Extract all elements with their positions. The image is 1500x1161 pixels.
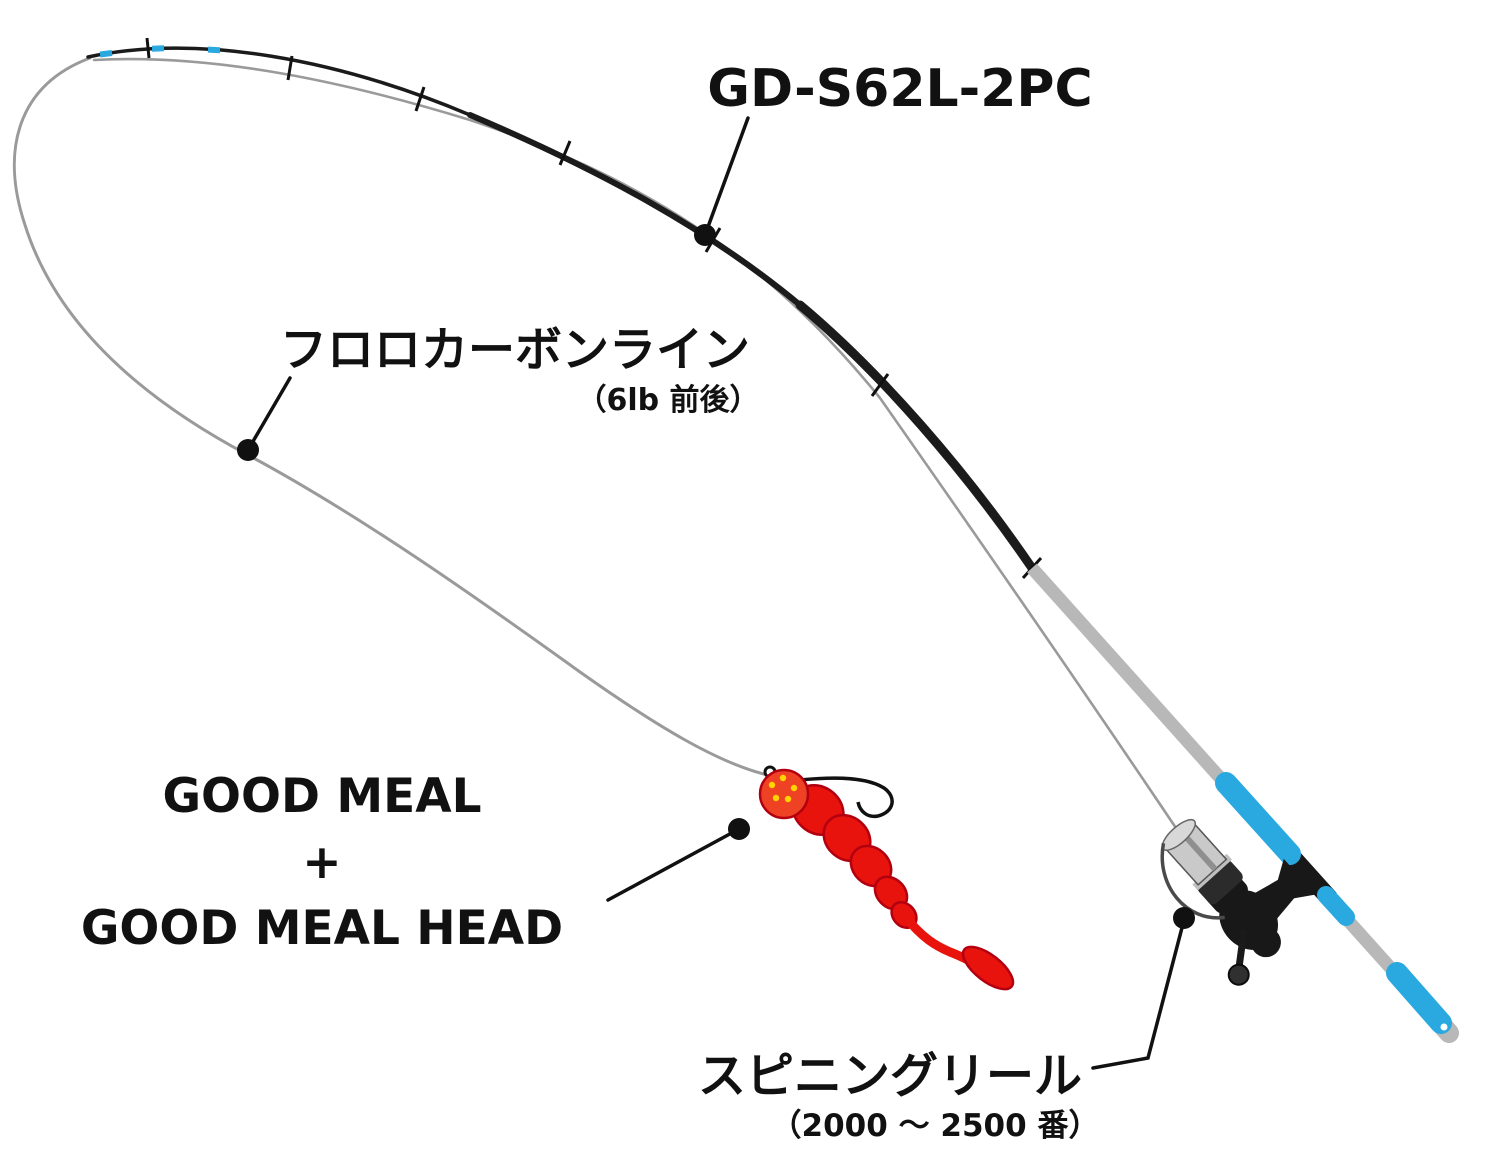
rear-grip — [1386, 962, 1452, 1034]
head-dot — [772, 794, 780, 802]
rod-guides-group — [145, 37, 1043, 580]
line-name-label: フロロカーボンライン — [280, 323, 750, 378]
line-spec-label: （6lb 前後） — [576, 383, 759, 418]
line-callout-line — [246, 376, 292, 452]
rod-guide-tick — [414, 86, 426, 112]
reel-handle-knob — [1227, 963, 1250, 986]
rod-callout-dot — [694, 224, 716, 246]
tail-stem — [899, 910, 973, 965]
lure-body-group — [791, 784, 1015, 991]
butt-cap-logo — [1440, 1023, 1448, 1031]
reel-callout-line — [1091, 918, 1186, 1070]
tip-wrap — [207, 46, 221, 54]
callouts-group — [237, 116, 1195, 1070]
line-callout-dot — [237, 439, 259, 461]
rod-blank-mid-section — [467, 112, 803, 308]
lure-label-line3: GOOD MEAL HEAD — [81, 901, 563, 956]
rod-guide-tick — [286, 55, 294, 81]
reel-rotor — [1197, 860, 1243, 905]
lure-label-line1: GOOD MEAL — [162, 769, 481, 824]
lure-callout-line — [606, 827, 741, 902]
paddle-tail — [961, 945, 1015, 991]
reel-seat-hood — [1317, 886, 1355, 926]
reel-handle-arm — [1235, 929, 1248, 970]
reel-name-label: スピニングリール — [698, 1048, 1082, 1104]
reel-group — [1160, 818, 1316, 986]
spool-band — [1179, 830, 1218, 872]
rod-model-label: GD-S62L-2PC — [707, 59, 1092, 119]
reel-body-rear — [1250, 927, 1281, 958]
reel-spec-label: （2000 ～ 2500 番） — [771, 1108, 1100, 1144]
head-dot — [779, 774, 787, 782]
head-dot — [768, 781, 776, 789]
lure-callout-dot — [728, 818, 750, 840]
head-dot — [784, 795, 792, 803]
rod-grips-group — [1215, 772, 1452, 1034]
head-dot — [790, 784, 798, 792]
reel-bail-wire — [1160, 843, 1225, 920]
rod-group — [86, 37, 1459, 1043]
foregrip — [1215, 772, 1301, 865]
rod-blank-tip-section — [86, 46, 472, 117]
lure-label-line2: + — [302, 835, 341, 890]
rod-callout-line — [703, 116, 750, 237]
reel-callout-dot — [1173, 907, 1195, 929]
jig-head-dots-group — [768, 774, 798, 803]
lure-group — [758, 765, 1015, 991]
jig-hook — [799, 776, 894, 819]
rod-blank-group — [86, 46, 1037, 573]
rod-guide-tick — [145, 37, 151, 59]
rod-tip-wraps-group — [99, 45, 221, 58]
rod-guide-tick — [870, 373, 890, 397]
rod-guide-tick — [558, 140, 572, 166]
tip-wrap — [99, 50, 113, 58]
labels-group: GD-S62L-2PC フロロカーボンライン （6lb 前後） GOOD MEA… — [81, 59, 1100, 1144]
reel-stem — [1254, 879, 1296, 919]
rod-blank-butt-section — [795, 300, 1037, 573]
